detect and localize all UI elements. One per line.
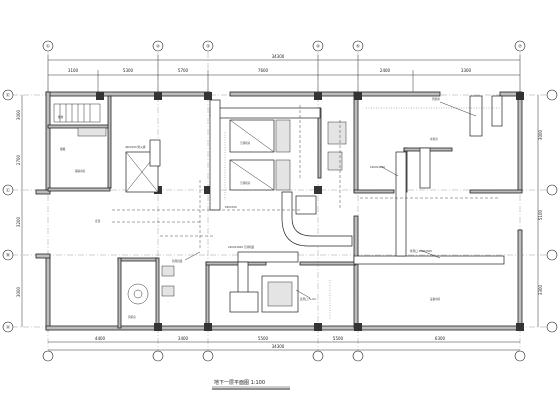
note-duct-main: 400X250 防火阀 [125, 145, 146, 149]
dim-bottom-1: 4400 [95, 336, 106, 341]
dim-top-5: 2400 [380, 68, 391, 73]
dim-left-4: 3000 [16, 286, 21, 297]
total-width-top: 34300 [272, 54, 285, 59]
note-riser: 风管井 [432, 97, 440, 101]
grid-row-a: Ⓐ [6, 324, 11, 331]
room-fan-label: 风机房 [128, 315, 136, 319]
dim-top-1: 3100 [68, 68, 79, 73]
dim-right-3: 3300 [538, 284, 543, 295]
duct-annotations: 400X250 防火阀 630X320 新风机组 2400X1600 空调机组 … [125, 97, 440, 301]
room-ac1-label: 空调机房 [240, 141, 251, 145]
top-dimension-chain: 34300 3100 5300 5700 7600 2400 3300 [47, 54, 521, 92]
outer-walls [35, 91, 523, 331]
room-aux-label: 辅助用房 [75, 169, 86, 173]
grid-row-c: Ⓒ [6, 187, 11, 194]
drawing-title: 地下一层平面图 1:100 [214, 379, 265, 386]
room-equip-label: 设备用房 [430, 297, 441, 301]
leader-lines [184, 101, 477, 299]
room-pump-label: 水泵房 [430, 137, 438, 141]
grid-row-e: Ⓔ [6, 92, 11, 99]
grid-row-b: Ⓑ [6, 252, 11, 259]
room-corridor-label: 走道 [95, 219, 101, 223]
grid-col-1: ① [46, 44, 50, 49]
grid-col-3: ③ [206, 44, 210, 49]
dim-top-2: 5300 [123, 68, 134, 73]
stair: 楼梯 [53, 103, 101, 123]
grid-col-7: ⑦ [518, 44, 522, 49]
right-dimension-chain: 3000 5100 3300 [537, 95, 543, 327]
note-unit-b: 1600X1200 [370, 165, 385, 169]
storage-room: 储藏 [60, 127, 107, 151]
drawing-title-block: 地下一层平面图 1:100 [212, 379, 290, 390]
grid-col-2: ② [156, 44, 160, 49]
dim-top-6: 3300 [461, 68, 472, 73]
dim-bottom-3: 5500 [258, 336, 269, 341]
pipe-routes [112, 105, 500, 320]
room-stair-label: 楼梯 [58, 115, 64, 119]
note-exhaust: 排风口 1600X500 [410, 249, 432, 253]
dim-right-1: 3000 [538, 129, 543, 140]
dim-bottom-5: 6300 [435, 336, 446, 341]
grid-col-5: ⑤ [356, 44, 360, 49]
note-fan: 新风机组 [172, 259, 183, 263]
dim-top-3: 5700 [178, 68, 189, 73]
note-unit-a: 2400X1600 空调机组 [228, 245, 255, 249]
hvac-ducts [125, 95, 505, 313]
dim-top-4: 7600 [258, 68, 269, 73]
dim-left-1: 3000 [16, 109, 21, 120]
room-storage-label: 储藏 [60, 147, 66, 151]
fan-room: 风机房 [127, 265, 175, 319]
grid-col-4: ④ [316, 44, 320, 49]
left-dimension-chain: 3000 2700 3200 3000 [16, 95, 23, 327]
room-ac2-label: 空调机房 [240, 181, 251, 185]
dim-right-2: 5100 [538, 209, 543, 220]
dim-left-2: 2700 [16, 154, 21, 165]
total-width-bottom: 34300 [272, 344, 285, 349]
dim-bottom-2: 3400 [178, 336, 189, 341]
note-supply: 送风口 FL-XX [300, 297, 316, 301]
note-duct-branch: 630X320 [225, 205, 237, 209]
bottom-dimension-chain: 4400 3400 5500 5500 6300 34300 [48, 336, 520, 351]
dim-left-3: 3200 [16, 216, 21, 227]
dim-bottom-4: 5500 [333, 336, 344, 341]
